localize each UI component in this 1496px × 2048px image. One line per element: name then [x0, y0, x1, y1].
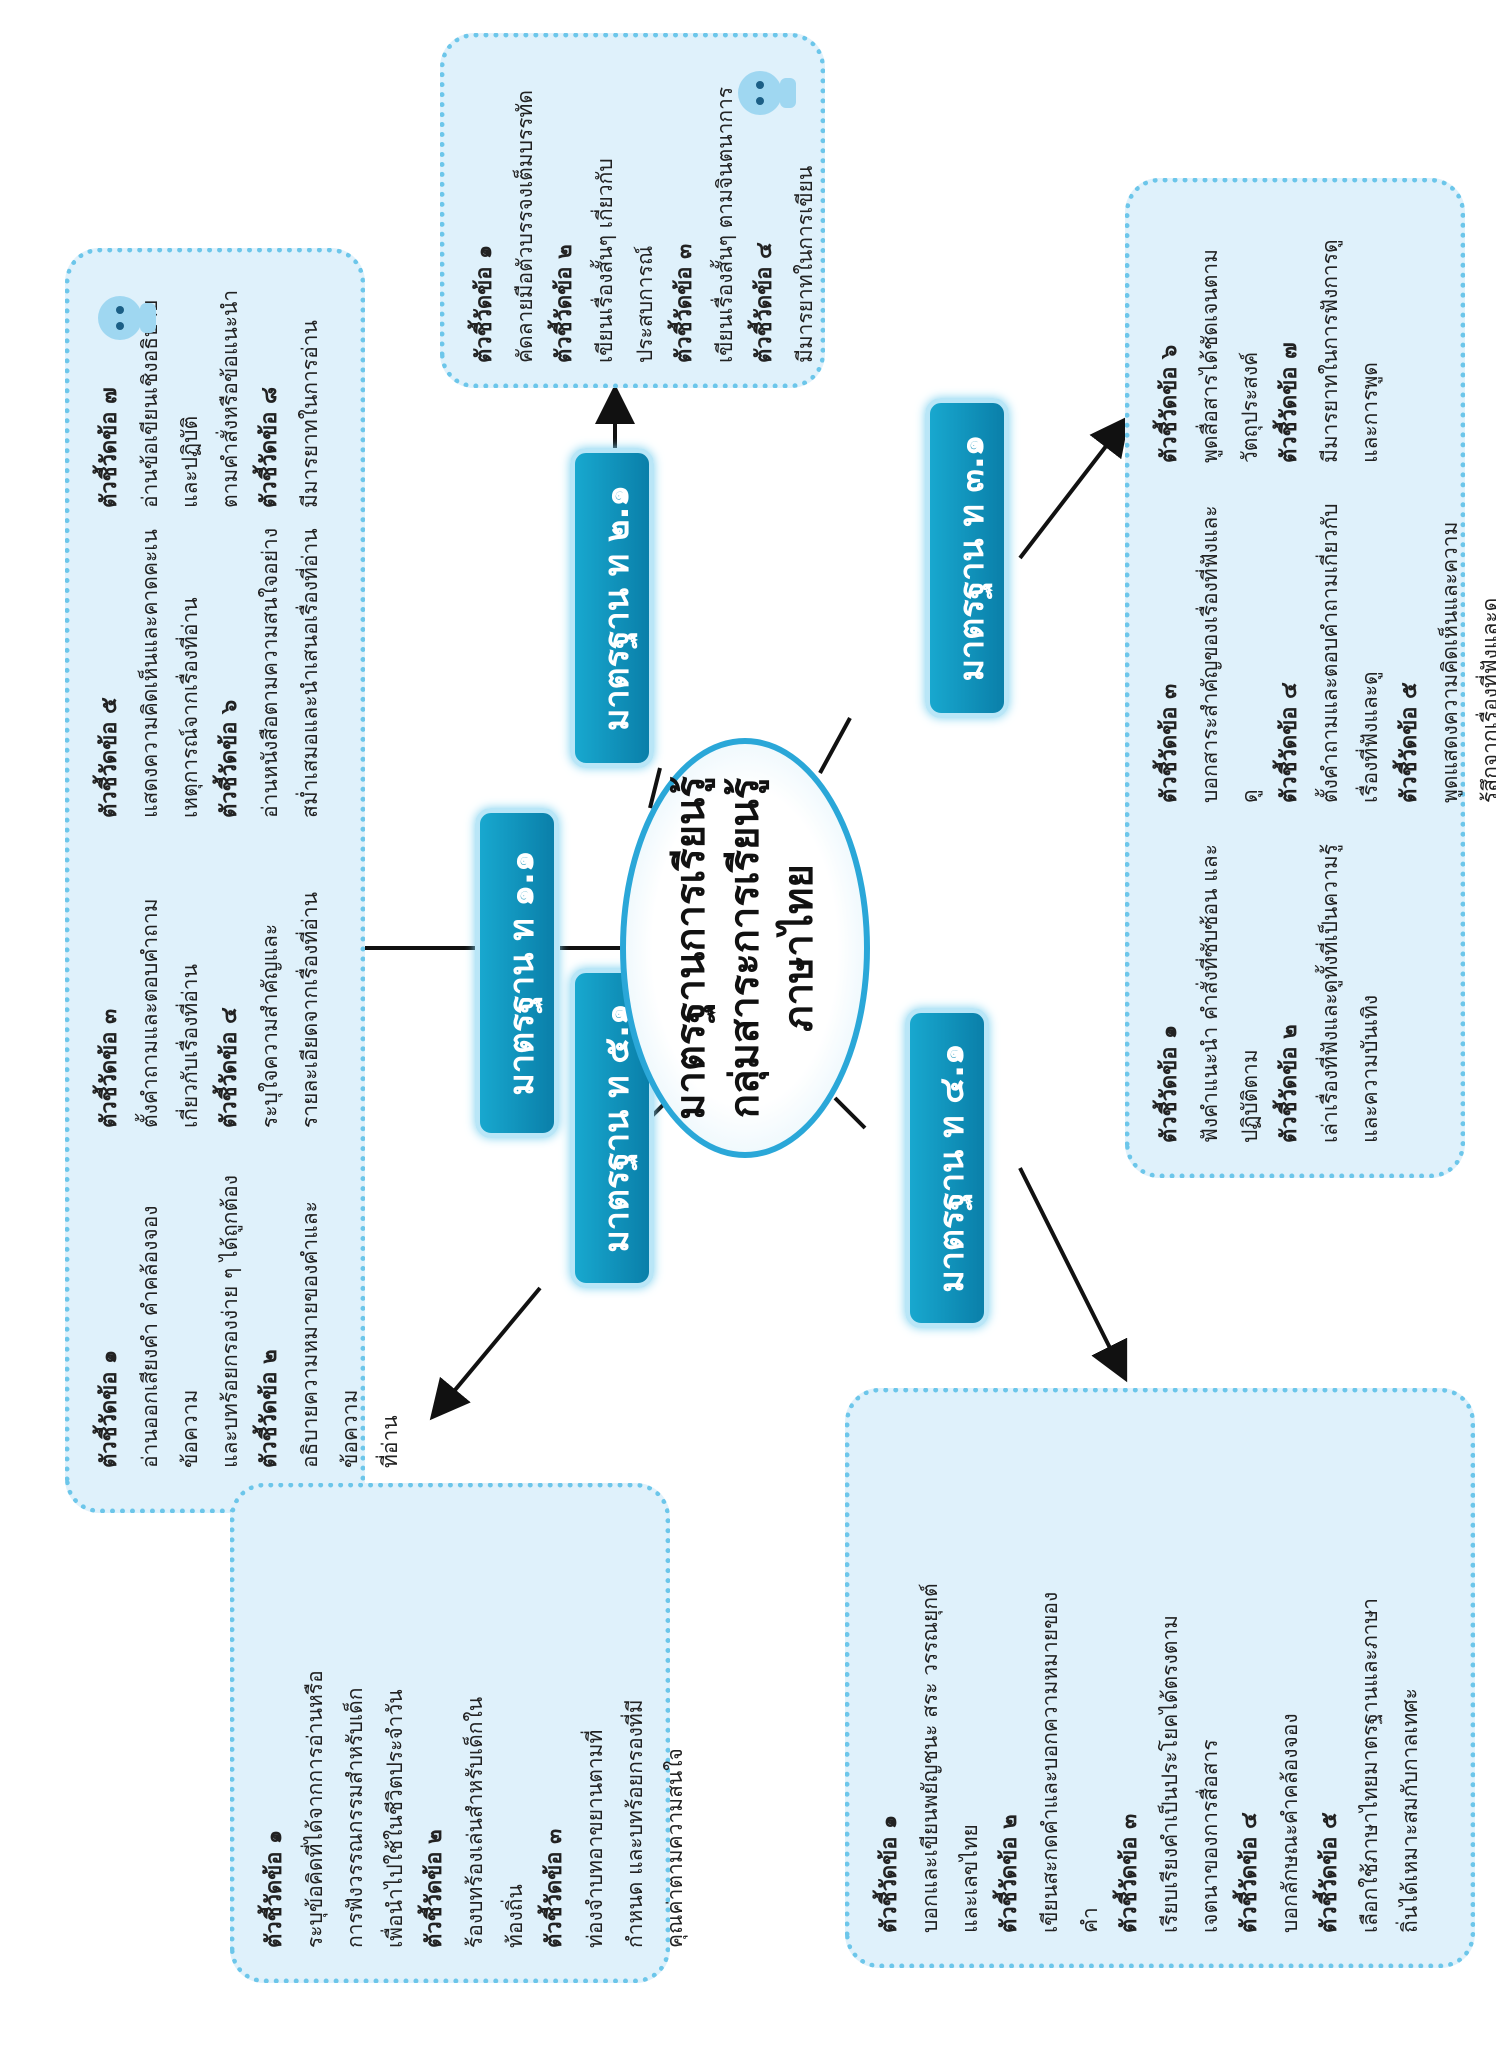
listening-ind-5-heading: ตัวชี้วัดข้อ ๕	[1397, 682, 1422, 803]
literature-ind-3-heading: ตัวชี้วัดข้อ ๓	[542, 1828, 567, 1948]
center-line-2: กลุ่มสาระการเรียนรู้	[722, 777, 768, 1119]
reading-ind-8-text: มีมารยาทในการอ่าน	[298, 320, 322, 508]
listening-ind-3-heading: ตัวชี้วัดข้อ ๓	[1157, 683, 1182, 803]
reading-ind-3-text: ตั้งคำถามและตอบคำถาม เกี่ยวกับเรื่องที่อ…	[138, 898, 202, 1128]
literature-ind-1-heading: ตัวชี้วัดข้อ ๑	[262, 1829, 287, 1948]
listening-ind-4-heading: ตัวชี้วัดข้อ ๔	[1277, 682, 1302, 803]
standard-label: มาตรฐาน ท ๒.๑	[597, 485, 637, 731]
writing-ind-1-text: คัดลายมือตัวบรรจงเต็มบรรทัด	[513, 89, 537, 363]
reading-ind-1-text: อ่านออกเสียงคำ คำคล้องจอง ข้อความ และบทร…	[138, 1174, 242, 1468]
reading-col-3: ตัวชี้วัดข้อ ๕ แสดงความคิดเห็นและคาดคะเน…	[90, 518, 330, 818]
arrow-th51-to-literature	[429, 1286, 542, 1421]
line-center-to-th41	[833, 1096, 867, 1130]
language-col-1: ตัวชี้วัดข้อ ๑ บอกและเขียนพยัญชนะ สระ วร…	[870, 1413, 1430, 1933]
language-ind-5-heading: ตัวชี้วัดข้อ ๕	[1317, 1812, 1342, 1933]
writing-ind-2-heading: ตัวชี้วัดข้อ ๒	[552, 244, 577, 363]
standard-label: มาตรฐาน ท ๑.๑	[502, 850, 542, 1096]
listening-ind-6-text: พูดสื่อสารได้ชัดเจนตาม วัตถุประสงค์	[1198, 249, 1262, 463]
standard-pill-th31: มาตรฐาน ท ๓.๑	[925, 398, 1009, 718]
literature-ind-3-text: ท่องจำบทอาขยานตามที่ กำหนด และบทร้อยกรอง…	[583, 1699, 687, 1948]
language-ind-1-heading: ตัวชี้วัดข้อ ๑	[877, 1814, 902, 1933]
reading-ind-4-text: ระบุใจความสำคัญและ รายละเอียดจากเรื่องที…	[258, 892, 322, 1128]
listening-ind-1-text: ฟังคำแนะนำ คำสั่งที่ซับซ้อน และ ปฏิบัติต…	[1198, 844, 1262, 1143]
listening-ind-3-text: บอกสาระสำคัญของเรื่องที่ฟังและดู	[1198, 505, 1262, 803]
listening-col-2: ตัวชี้วัดข้อ ๓ บอกสาระสำคัญของเรื่องที่ฟ…	[1150, 493, 1496, 803]
literature-ind-1-text: ระบุข้อคิดที่ได้จากการอ่านหรือ การฟังวรร…	[303, 1670, 407, 1948]
center-line-3: ภาษาไทย	[776, 864, 822, 1032]
listening-ind-2-heading: ตัวชี้วัดข้อ ๒	[1277, 1024, 1302, 1143]
mascot-icon	[738, 71, 796, 115]
box-language-indicators: ตัวชี้วัดข้อ ๑ บอกและเขียนพยัญชนะ สระ วร…	[845, 1388, 1475, 1968]
line-center-to-th31	[818, 717, 852, 774]
reading-ind-3-heading: ตัวชี้วัดข้อ ๓	[97, 1008, 122, 1128]
box-literature-indicators: ตัวชี้วัดข้อ ๑ ระบุข้อคิดที่ได้จากการอ่า…	[230, 1483, 687, 1983]
listening-ind-7-heading: ตัวชี้วัดข้อ ๗	[1277, 342, 1302, 463]
box-writing-indicators: ตัวชี้วัดข้อ ๑ คัดลายมือตัวบรรจงเต็มบรรท…	[440, 33, 825, 388]
center-line-1: มาตรฐานการเรียนรู้	[668, 776, 714, 1120]
reading-col-1: ตัวชี้วัดข้อ ๑ อ่านออกเสียงคำ คำคล้องจอง…	[90, 1138, 410, 1468]
listening-col-3: ตัวชี้วัดข้อ ๖ พูดสื่อสารได้ชัดเจนตาม วั…	[1150, 193, 1390, 463]
listening-ind-1-heading: ตัวชี้วัดข้อ ๑	[1157, 1024, 1182, 1143]
listening-ind-5-text: พูดแสดงความคิดเห็นและความ รู้สึกจากเรื่อ…	[1438, 521, 1496, 803]
arrow-th31-to-listening	[1018, 415, 1130, 560]
language-ind-3-text: เรียบเรียงคำเป็นประโยคได้ตรงตาม เจตนาของ…	[1158, 1615, 1222, 1933]
literature-ind-2-heading: ตัวชี้วัดข้อ ๒	[422, 1829, 447, 1948]
writing-ind-3-heading: ตัวชี้วัดข้อ ๓	[672, 243, 697, 363]
box-listening-indicators: ตัวชี้วัดข้อ ๑ ฟังคำแนะนำ คำสั่งที่ซับซ้…	[1125, 178, 1496, 1178]
reading-ind-5-text: แสดงความคิดเห็นและคาดคะเน เหตุการณ์จากเร…	[138, 529, 202, 818]
language-ind-2-heading: ตัวชี้วัดข้อ ๒	[997, 1814, 1022, 1933]
language-ind-4-text: บอกลักษณะคำคล้องจอง	[1278, 1713, 1302, 1933]
standard-label: มาตรฐาน ท ๕.๑	[597, 1003, 637, 1253]
standard-label: มาตรฐาน ท ๔.๑	[932, 1043, 972, 1293]
arrow-th41-to-language	[1018, 1167, 1128, 1383]
standard-pill-th21: มาตรฐาน ท ๒.๑	[570, 448, 654, 768]
center-topic: มาตรฐานการเรียนรู้ กลุ่มสาระการเรียนรู้ …	[620, 738, 870, 1158]
reading-ind-2-text: อธิบายความหมายของคำและข้อความ ที่อ่าน	[298, 1201, 402, 1468]
listening-ind-4-text: ตั้งคำถามและตอบคำถามเกี่ยวกับ เรื่องที่ฟ…	[1318, 503, 1382, 803]
mascot-icon	[98, 296, 156, 340]
language-ind-3-heading: ตัวชี้วัดข้อ ๓	[1117, 1813, 1142, 1933]
writing-ind-1-heading: ตัวชี้วัดข้อ ๑	[472, 244, 497, 363]
language-ind-1-text: บอกและเขียนพยัญชนะ สระ วรรณยุกต์ และเลขไ…	[918, 1583, 982, 1933]
reading-ind-2-heading: ตัวชี้วัดข้อ ๒	[257, 1349, 282, 1468]
line-center-to-th21	[648, 767, 662, 809]
listening-col-1: ตัวชี้วัดข้อ ๑ ฟังคำแนะนำ คำสั่งที่ซับซ้…	[1150, 833, 1390, 1143]
writing-ind-2-text: เขียนเรื่องสั้นๆ เกี่ยวกับประสบการณ์	[593, 158, 657, 363]
reading-ind-4-heading: ตัวชี้วัดข้อ ๔	[217, 1007, 242, 1128]
literature-ind-2-text: ร้องบทร้องเล่นสำหรับเด็กใน ท้องถิ่น	[463, 1696, 527, 1948]
reading-ind-6-heading: ตัวชี้วัดข้อ ๖	[217, 699, 242, 818]
reading-col-2: ตัวชี้วัดข้อ ๓ ตั้งคำถามและตอบคำถาม เกี่…	[90, 848, 330, 1128]
listening-ind-6-heading: ตัวชี้วัดข้อ ๖	[1157, 344, 1182, 463]
reading-ind-1-heading: ตัวชี้วัดข้อ ๑	[97, 1349, 122, 1468]
reading-ind-8-heading: ตัวชี้วัดข้อ ๘	[257, 386, 282, 508]
listening-ind-2-text: เล่าเรื่องที่ฟังและดูทั้งที่เป็นความรู้ …	[1318, 843, 1382, 1143]
standard-label: มาตรฐาน ท ๓.๑	[952, 434, 992, 682]
reading-ind-6-text: อ่านหนังสือตามความสนใจอย่าง สม่ำเสมอและน…	[258, 527, 322, 818]
standard-pill-th41: มาตรฐาน ท ๔.๑	[905, 1008, 989, 1328]
box-reading-indicators: ตัวชี้วัดข้อ ๑ อ่านออกเสียงคำ คำคล้องจอง…	[65, 248, 402, 1513]
standard-pill-th11: มาตรฐาน ท ๑.๑	[475, 808, 559, 1138]
listening-ind-7-text: มีมารยาทในการฟังการดู และการพูด	[1318, 239, 1382, 463]
language-ind-2-text: เขียนสะกดคำและบอกความหมายของ คำ	[1038, 1591, 1102, 1933]
literature-col-1: ตัวชี้วัดข้อ ๑ ระบุข้อคิดที่ได้จากการอ่า…	[255, 1508, 695, 1948]
reading-ind-5-heading: ตัวชี้วัดข้อ ๕	[97, 697, 122, 818]
language-ind-4-heading: ตัวชี้วัดข้อ ๔	[1237, 1812, 1262, 1933]
language-ind-5-text: เลือกใช้ภาษาไทยมาตรฐานและภาษา ถิ่นได้เหม…	[1358, 1597, 1422, 1933]
